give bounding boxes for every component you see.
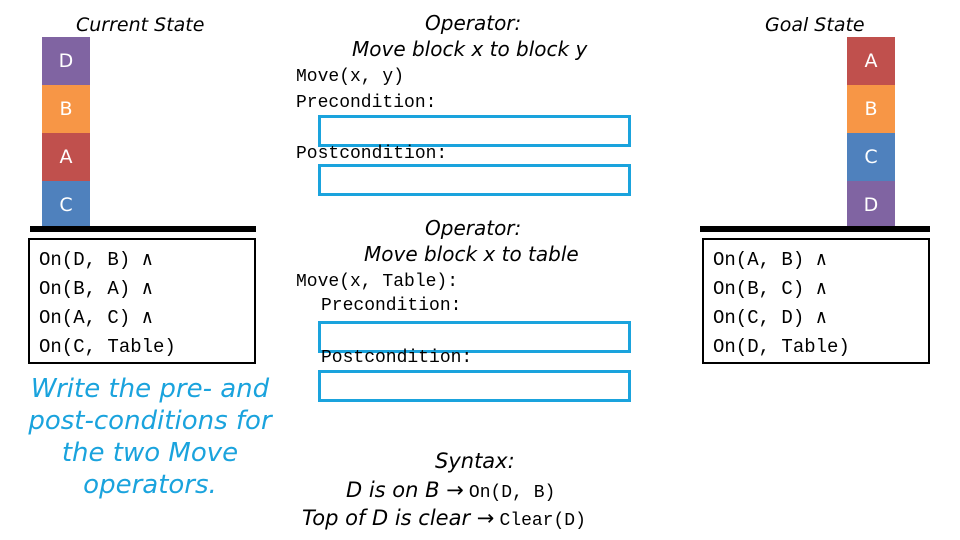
fact-line: On(D, B) ∧ (39, 249, 154, 271)
operator-2-heading: Operator: (425, 216, 522, 240)
block: C (847, 133, 895, 181)
block: A (847, 37, 895, 85)
fact-line: On(B, C) ∧ (713, 278, 828, 300)
operator-1-subheading: Move block x to block y (352, 37, 588, 61)
goal-state-label: Goal State (765, 14, 865, 36)
syntax-clear-text: Top of D is clear → (302, 506, 495, 530)
current-state-label: Current State (76, 14, 205, 36)
fact-line: On(D, Table) (713, 336, 850, 358)
operator-1-precondition-label: Precondition: (296, 93, 437, 113)
operator-2-postcondition-label: Postcondition: (321, 348, 473, 368)
operator-2-precondition-label: Precondition: (321, 296, 462, 316)
syntax-on-text: D is on B → (346, 478, 464, 502)
operator-2-subheading: Move block x to table (364, 242, 579, 266)
operator-2-signature: Move(x, Table): (296, 272, 459, 292)
current-ground-line (30, 226, 256, 232)
block: C (42, 181, 90, 229)
instruction-line: the two Move (61, 438, 239, 468)
block: D (847, 181, 895, 229)
fact-line: On(B, A) ∧ (39, 278, 154, 300)
block: B (42, 85, 90, 133)
block: A (42, 133, 90, 181)
operator-1-heading: Operator: (425, 11, 522, 35)
operator-1-signature: Move(x, y) (296, 67, 405, 87)
fact-line: On(A, B) ∧ (713, 249, 828, 271)
block: B (847, 85, 895, 133)
fact-line: On(C, D) ∧ (713, 307, 828, 329)
goal-state-facts: On(A, B) ∧ On(B, C) ∧ On(C, D) ∧ On(D, T… (702, 238, 930, 364)
instruction-line: post-conditions for (28, 406, 272, 436)
instruction-line: operators. (83, 470, 217, 500)
syntax-on-code: On(D, B) (468, 483, 556, 503)
instruction-text: Write the pre- and post-conditions for t… (8, 373, 292, 501)
syntax-heading: Syntax: (435, 449, 515, 473)
block: D (42, 37, 90, 85)
current-state-facts: On(D, B) ∧ On(B, A) ∧ On(A, C) ∧ On(C, T… (28, 238, 256, 364)
syntax-clear-code: Clear(D) (499, 511, 586, 531)
syntax-row-on: D is on B → On(D, B) (346, 478, 555, 503)
instruction-line: Write the pre- and (30, 374, 270, 404)
operator-2-postcondition-input[interactable] (318, 370, 631, 402)
goal-ground-line (700, 226, 930, 232)
operator-2-precondition-input[interactable] (318, 321, 631, 353)
syntax-row-clear: Top of D is clear → Clear(D) (302, 506, 586, 531)
operator-1-postcondition-label: Postcondition: (296, 144, 448, 164)
fact-line: On(A, C) ∧ (39, 307, 154, 329)
operator-1-precondition-input[interactable] (318, 115, 631, 147)
fact-line: On(C, Table) (39, 336, 176, 358)
operator-1-postcondition-input[interactable] (318, 164, 631, 196)
